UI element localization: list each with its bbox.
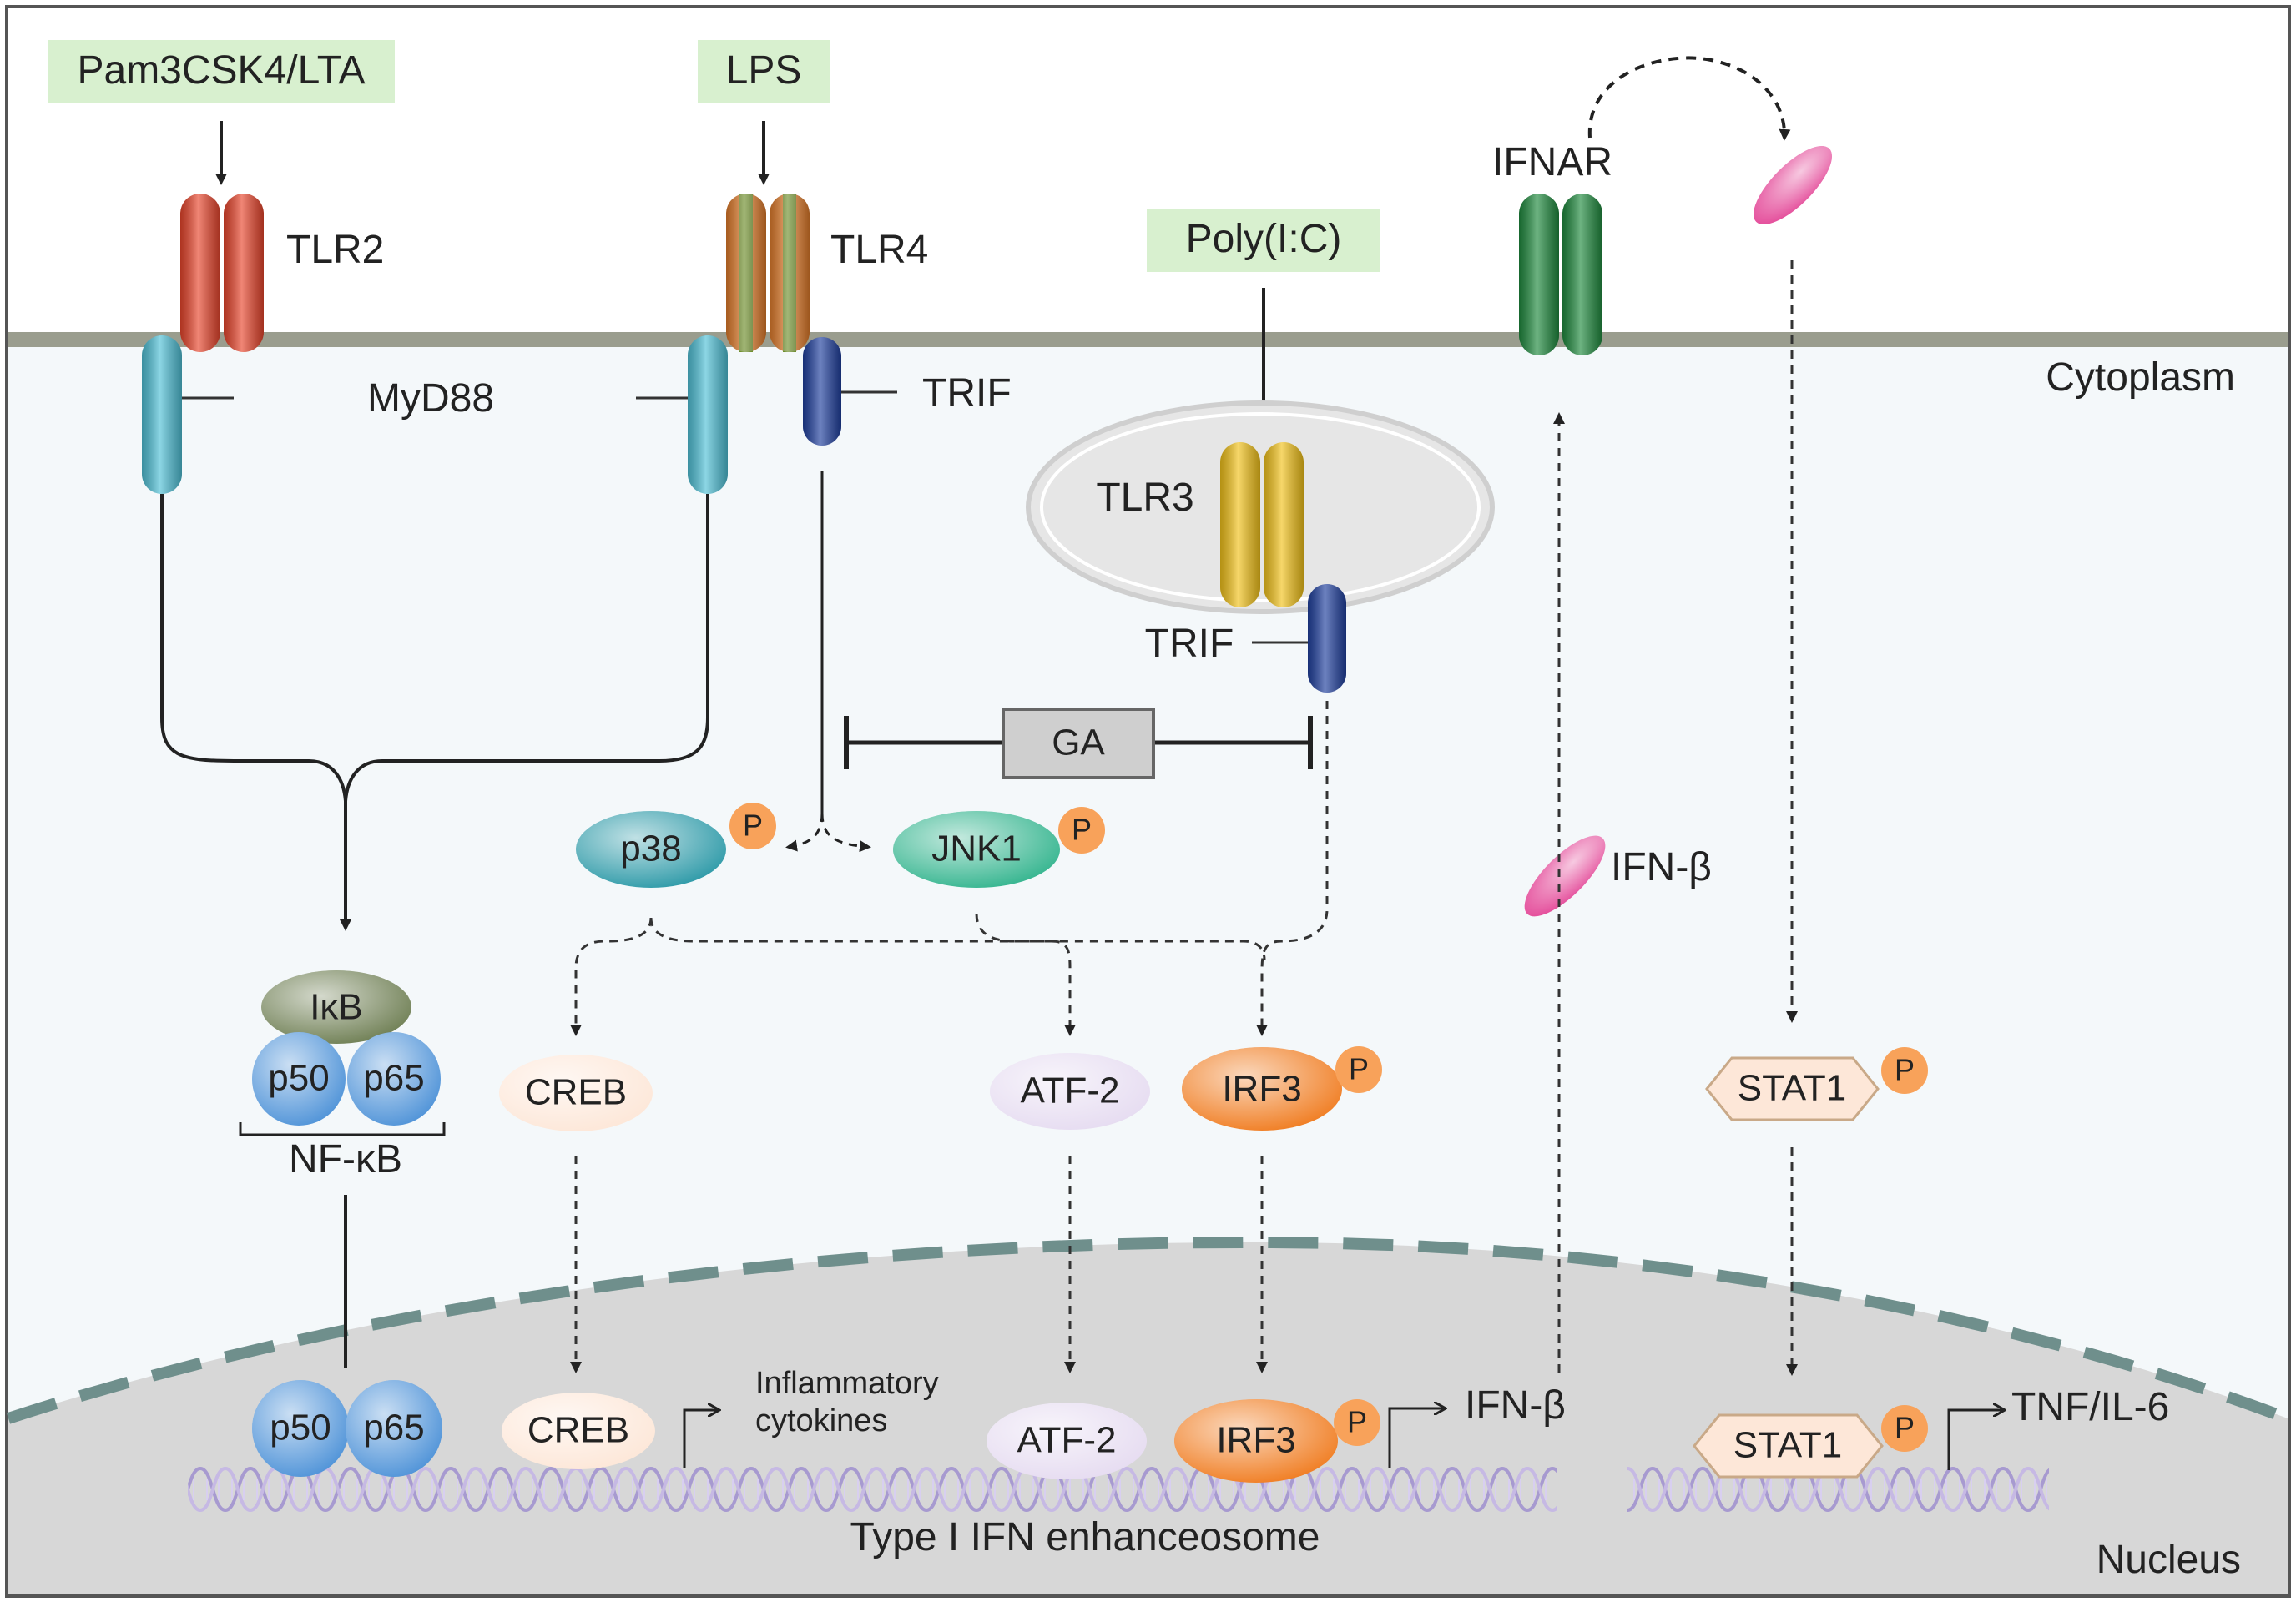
ligand-lps-label: LPS [726, 48, 802, 93]
trif-tlr4 [803, 337, 841, 446]
ikb-label: IκB [310, 987, 363, 1028]
myd88-left [142, 335, 182, 494]
svg-text:P: P [1072, 813, 1092, 847]
tlr4-label: TLR4 [830, 228, 928, 272]
arrow-p38-creb [570, 917, 653, 1036]
svg-text:P: P [1347, 1405, 1367, 1439]
p38-phospho: P [729, 803, 776, 849]
cytoplasm-label: Cytoplasm [2046, 355, 2235, 400]
ga-label: GA [1052, 723, 1105, 763]
ifnar-receptor [1519, 194, 1602, 355]
arrow-trif-irf3 [1256, 701, 1329, 1036]
p65-nuc-label: p65 [363, 1408, 424, 1448]
trif-tlr4-label: TRIF [922, 371, 1012, 416]
atf2-nuc-label: ATF-2 [1017, 1420, 1117, 1461]
irf3-cyto: IRF3 [1182, 1047, 1342, 1131]
jnk1-kinase: JNK1 [893, 811, 1060, 888]
p38-kinase: p38 [576, 811, 726, 888]
p50-cyto-label: p50 [268, 1058, 329, 1099]
svg-text:P: P [1895, 1411, 1915, 1445]
ifnar-label: IFNAR [1492, 140, 1612, 184]
svg-text:P: P [1349, 1052, 1369, 1086]
irf3-nuc-label: IRF3 [1216, 1420, 1295, 1461]
nucleus-label: Nucleus [2097, 1538, 2241, 1582]
ligand-polyic: Poly(I:C) [1147, 209, 1380, 272]
irf3-nuc: IRF3 [1174, 1399, 1338, 1483]
p38-label: p38 [620, 829, 681, 869]
plasma-membrane [8, 332, 2288, 347]
atf2-cyto-label: ATF-2 [1021, 1070, 1120, 1111]
arrow-to-jnk1 [820, 813, 871, 853]
p65-nuc: p65 [346, 1380, 442, 1477]
creb-cyto: CREB [499, 1055, 653, 1131]
p65-cyto: p65 [347, 1032, 441, 1126]
tlr3-label: TLR3 [1096, 476, 1193, 520]
p50-cyto: p50 [252, 1032, 346, 1126]
creb-nuc-label: CREB [527, 1410, 629, 1451]
tlr2-label: TLR2 [286, 228, 384, 272]
svg-text:P: P [743, 809, 763, 843]
p50-nuc-label: p50 [270, 1408, 331, 1448]
tlr2-receptor [180, 194, 264, 352]
ligand-pam3csk4: Pam3CSK4/LTA [48, 40, 395, 103]
arrow-ifnar-loop [1587, 56, 1791, 141]
myd88-convergence-line [160, 494, 709, 802]
jnk1-phospho: P [1058, 807, 1105, 854]
irf3-cyto-phospho: P [1335, 1046, 1382, 1093]
svg-text:P: P [1895, 1053, 1915, 1087]
tnf-il6-label: TNF/IL-6 [2011, 1385, 2169, 1429]
atf2-cyto: ATF-2 [990, 1053, 1150, 1130]
irf3-transcription-arrow [1388, 1408, 1444, 1468]
creb-nuc: CREB [502, 1393, 655, 1469]
p65-cyto-label: p65 [363, 1058, 424, 1099]
ifnb-nuc-label: IFN-β [1465, 1383, 1566, 1428]
ikb: IκB [261, 970, 411, 1044]
stat1-transcription-arrow [1947, 1410, 2003, 1470]
atf2-nuc: ATF-2 [987, 1403, 1147, 1479]
tlr3-receptor [1220, 442, 1304, 607]
arrow-jnk1-atf2 [975, 913, 1076, 1036]
inflammatory-label-1: Inflammatory [755, 1366, 939, 1401]
stat1-cyto-label: STAT1 [1738, 1068, 1846, 1109]
creb-transcription-arrow [683, 1410, 718, 1468]
stat1-nuc-phospho: P [1881, 1405, 1928, 1452]
irf3-cyto-label: IRF3 [1222, 1069, 1301, 1110]
creb-cyto-label: CREB [525, 1072, 627, 1113]
trif-tlr3 [1308, 584, 1346, 693]
stat1-nuc: STAT1 [1693, 1413, 1884, 1479]
stat1-cyto-phospho: P [1881, 1047, 1928, 1094]
nfkb-label: NF-κB [289, 1137, 402, 1181]
enhanceosome-label: Type I IFN enhanceosome [850, 1515, 1320, 1559]
myd88-right [688, 335, 728, 494]
stat1-nuc-label: STAT1 [1733, 1425, 1842, 1466]
p50-nuc: p50 [252, 1380, 349, 1477]
inflammatory-label-2: cytokines [755, 1403, 887, 1438]
stat1-cyto: STAT1 [1705, 1056, 1880, 1121]
ligand-polyic-label: Poly(I:C) [1186, 217, 1342, 261]
trif-tlr3-label: TRIF [1145, 622, 1234, 666]
myd88-label: MyD88 [367, 376, 494, 421]
ifnb-cyto-label: IFN-β [1611, 845, 1712, 889]
nuclear-envelope [6, 1236, 2290, 1424]
ifnb-secreted [1524, 835, 1606, 917]
tlr4-receptor [726, 194, 810, 352]
irf3-nuc-phospho: P [1334, 1399, 1380, 1446]
jnk1-label: JNK1 [931, 829, 1022, 869]
nfkb-bracket [239, 1122, 446, 1136]
ga-box: GA [1002, 708, 1155, 779]
ligand-lps: LPS [698, 40, 830, 103]
ligand-pam3csk4-label: Pam3CSK4/LTA [77, 48, 365, 93]
